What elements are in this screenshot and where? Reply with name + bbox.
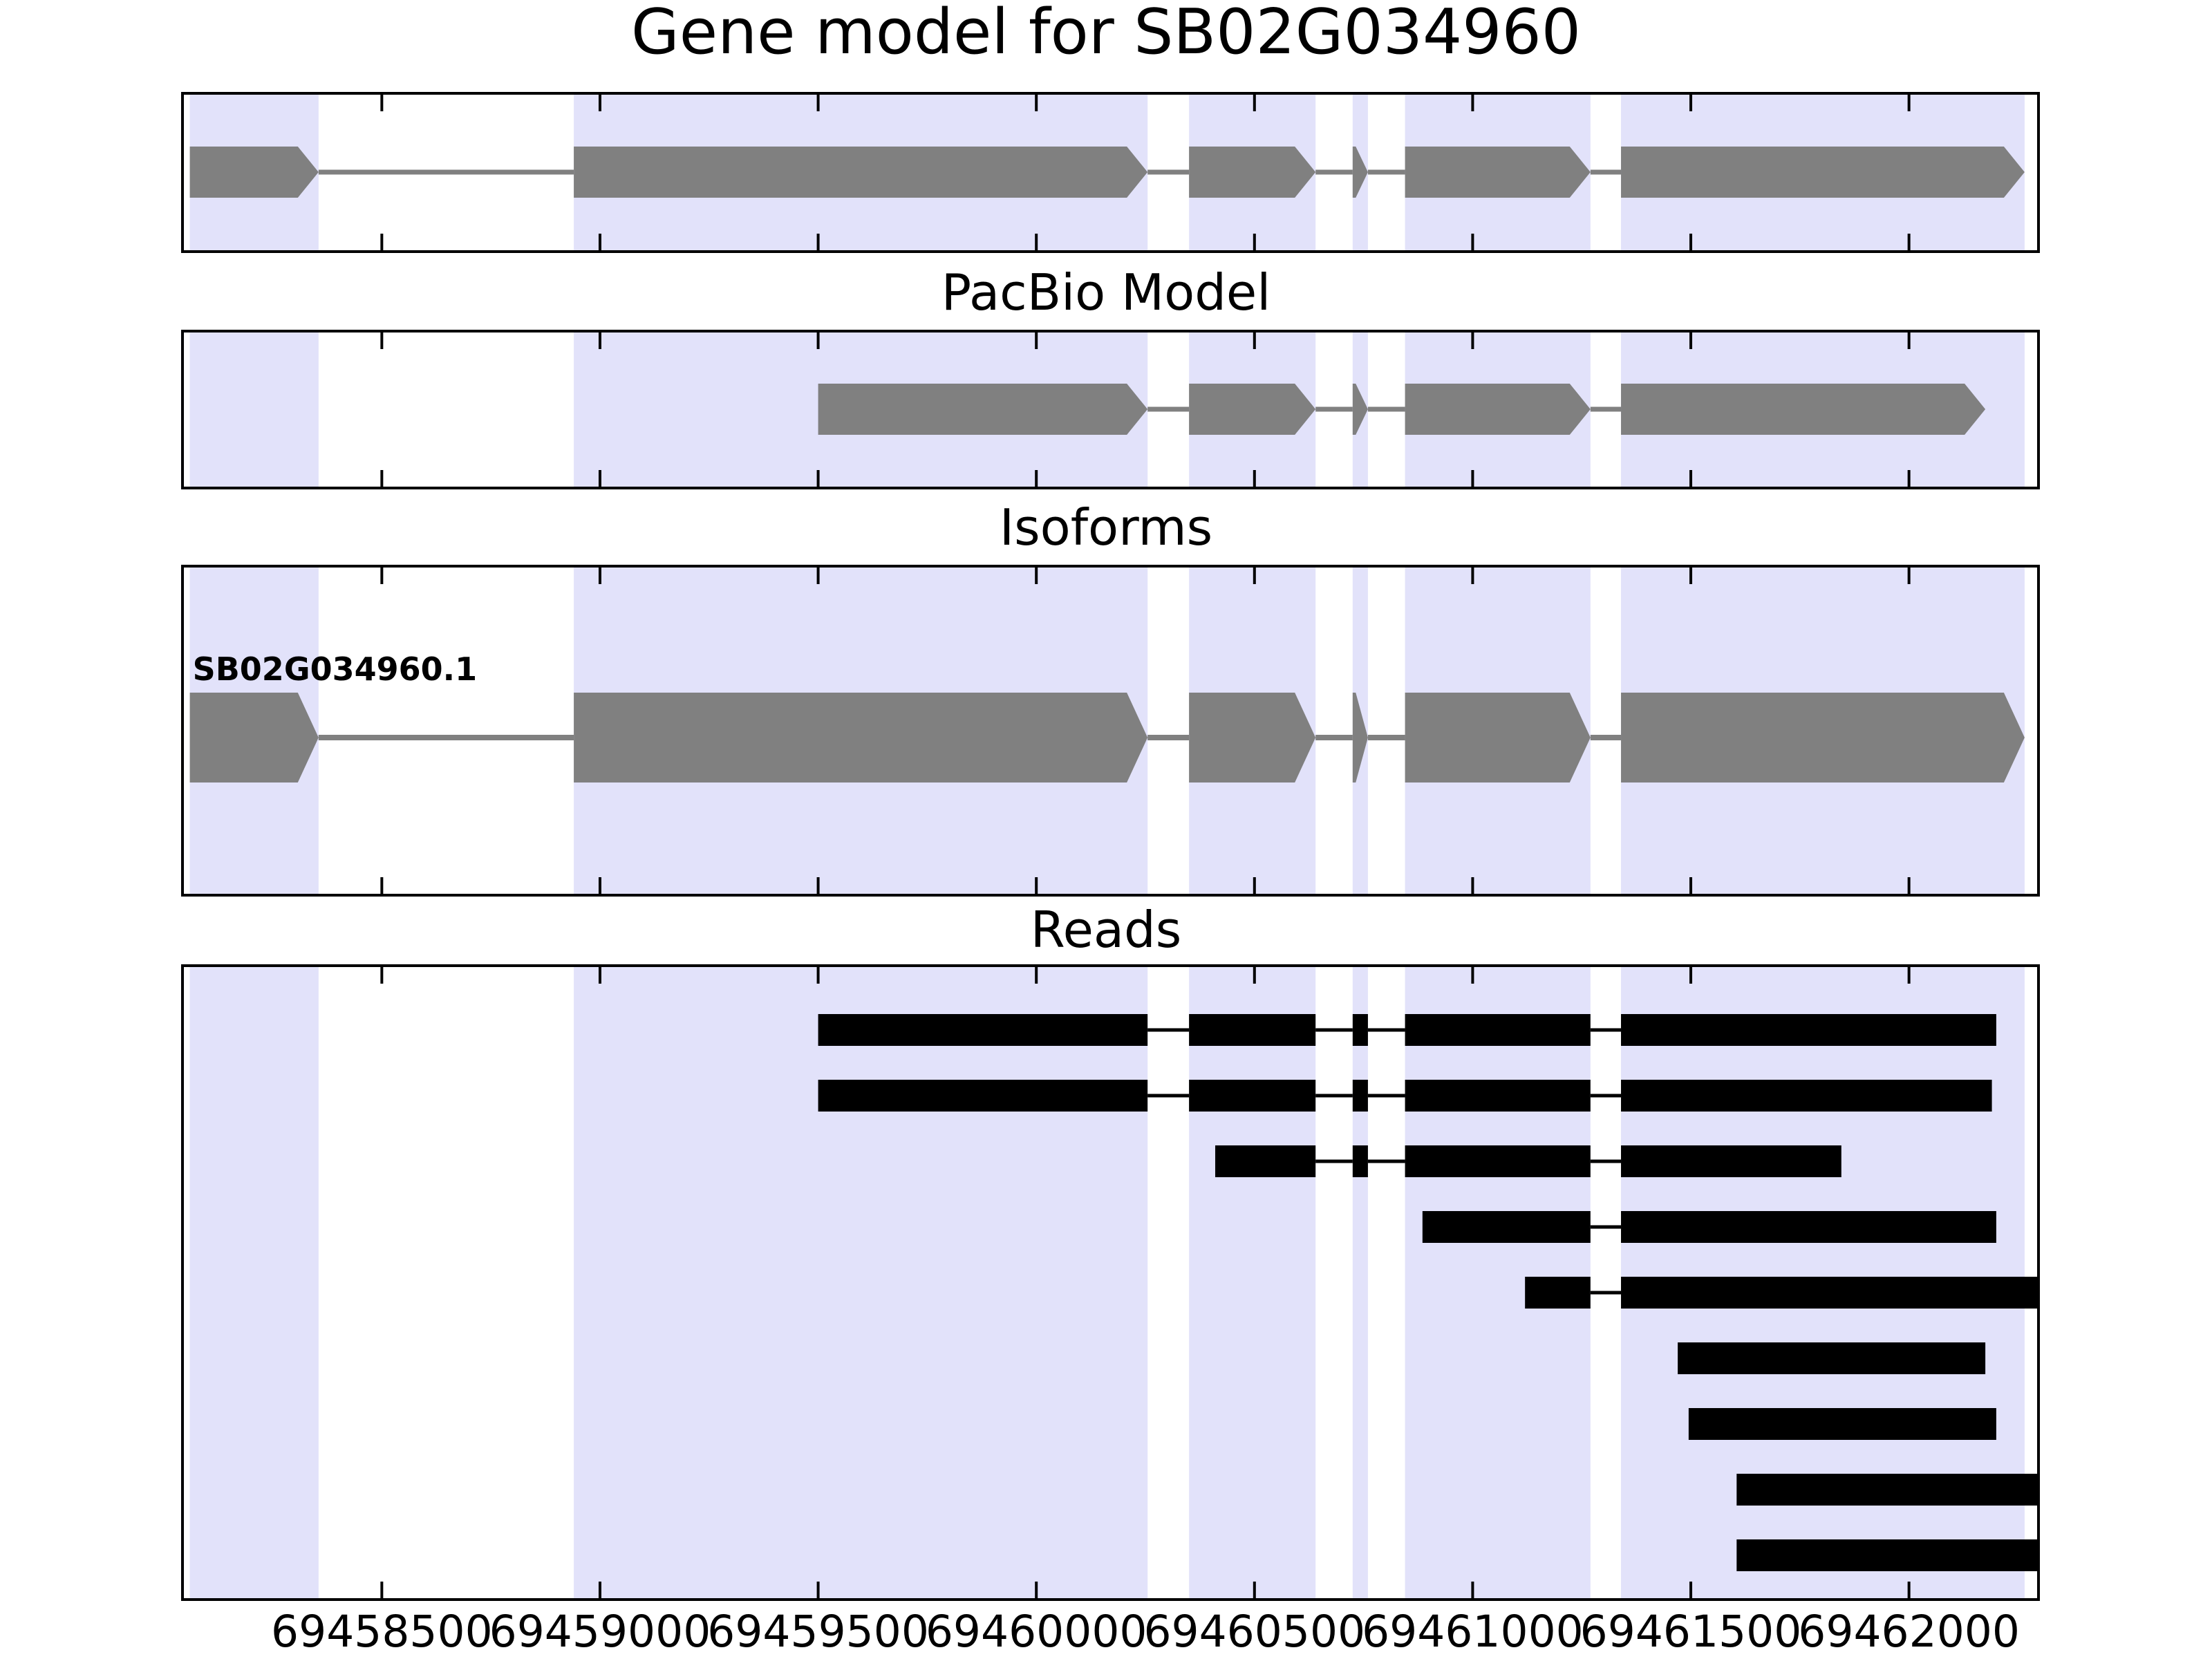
main-title: Gene model for SB02G034960 — [630, 0, 1582, 68]
exon-arrow — [1405, 384, 1591, 435]
exon-arrow — [574, 147, 1148, 198]
read-bar — [1621, 1080, 1992, 1112]
read-bar — [1405, 1080, 1591, 1112]
read-bar — [1189, 1014, 1316, 1046]
read-bar — [1736, 1474, 2040, 1506]
track-panel-pacbio-model — [181, 330, 2040, 489]
highlight-band — [1189, 964, 1316, 1601]
highlight-band — [189, 964, 319, 1601]
x-axis-tick-label: 69461000 — [1362, 1606, 1584, 1657]
read-bar — [818, 1014, 1148, 1046]
read-bar — [1621, 1145, 1841, 1177]
x-axis-tick-label: 69460500 — [1143, 1606, 1366, 1657]
read-bar — [1405, 1014, 1591, 1046]
read-bar — [1621, 1014, 1996, 1046]
read-bar — [1352, 1145, 1368, 1177]
exon-arrow — [1189, 384, 1316, 435]
exon-arrow — [1621, 147, 2025, 198]
highlight-band — [1352, 964, 1368, 1601]
exon-arrow — [1405, 147, 1591, 198]
read-bar — [1215, 1145, 1316, 1177]
read-bar — [1422, 1211, 1591, 1243]
isoform-label: SB02G034960.1 — [193, 650, 477, 688]
x-axis-tick-label: 69462000 — [1798, 1606, 2020, 1657]
x-axis-tick-label: 69459500 — [707, 1606, 929, 1657]
read-bar — [1405, 1145, 1591, 1177]
track-title-reads: Reads — [1030, 901, 1182, 959]
read-bar — [1525, 1277, 1591, 1309]
exon-arrow — [1189, 147, 1316, 198]
exon-arrow — [1352, 384, 1368, 435]
panel-frame — [181, 565, 2040, 897]
exon-arrow — [189, 147, 319, 198]
exon-arrow — [574, 693, 1148, 782]
x-axis-tick-label: 69461500 — [1580, 1606, 1802, 1657]
highlight-band — [189, 330, 319, 489]
panel-frame — [181, 964, 2040, 1601]
read-bar — [1189, 1080, 1316, 1112]
panel-frame — [181, 330, 2040, 489]
track-title-isoforms: Isoforms — [999, 498, 1213, 556]
read-bar — [1678, 1342, 1986, 1374]
read-bar — [818, 1080, 1148, 1112]
panel-frame — [181, 92, 2040, 253]
track-title-pacbio: PacBio Model — [941, 263, 1271, 321]
read-bar — [1621, 1277, 2040, 1309]
highlight-band — [574, 964, 1148, 1601]
x-axis-tick-label: 69460000 — [925, 1606, 1147, 1657]
exon-arrow — [1621, 693, 2025, 782]
read-bar — [1736, 1539, 2040, 1571]
exon-arrow — [1405, 693, 1591, 782]
read-bar — [1352, 1014, 1368, 1046]
exon-arrow — [818, 384, 1148, 435]
read-bar — [1621, 1211, 1996, 1243]
x-axis-tick-label: 69458500 — [271, 1606, 493, 1657]
x-axis-tick-label: 69459000 — [489, 1606, 711, 1657]
exon-arrow — [1352, 693, 1368, 782]
exon-arrow — [1621, 384, 1986, 435]
read-bar — [1688, 1408, 1996, 1440]
exon-arrow — [1352, 147, 1368, 198]
track-panel-reads — [181, 964, 2040, 1601]
exon-arrow — [1189, 693, 1316, 782]
exon-arrow — [189, 693, 319, 782]
track-panel-isoforms: SB02G034960.1 — [181, 565, 2040, 897]
read-bar — [1352, 1080, 1368, 1112]
track-panel-gene-model — [181, 92, 2040, 253]
